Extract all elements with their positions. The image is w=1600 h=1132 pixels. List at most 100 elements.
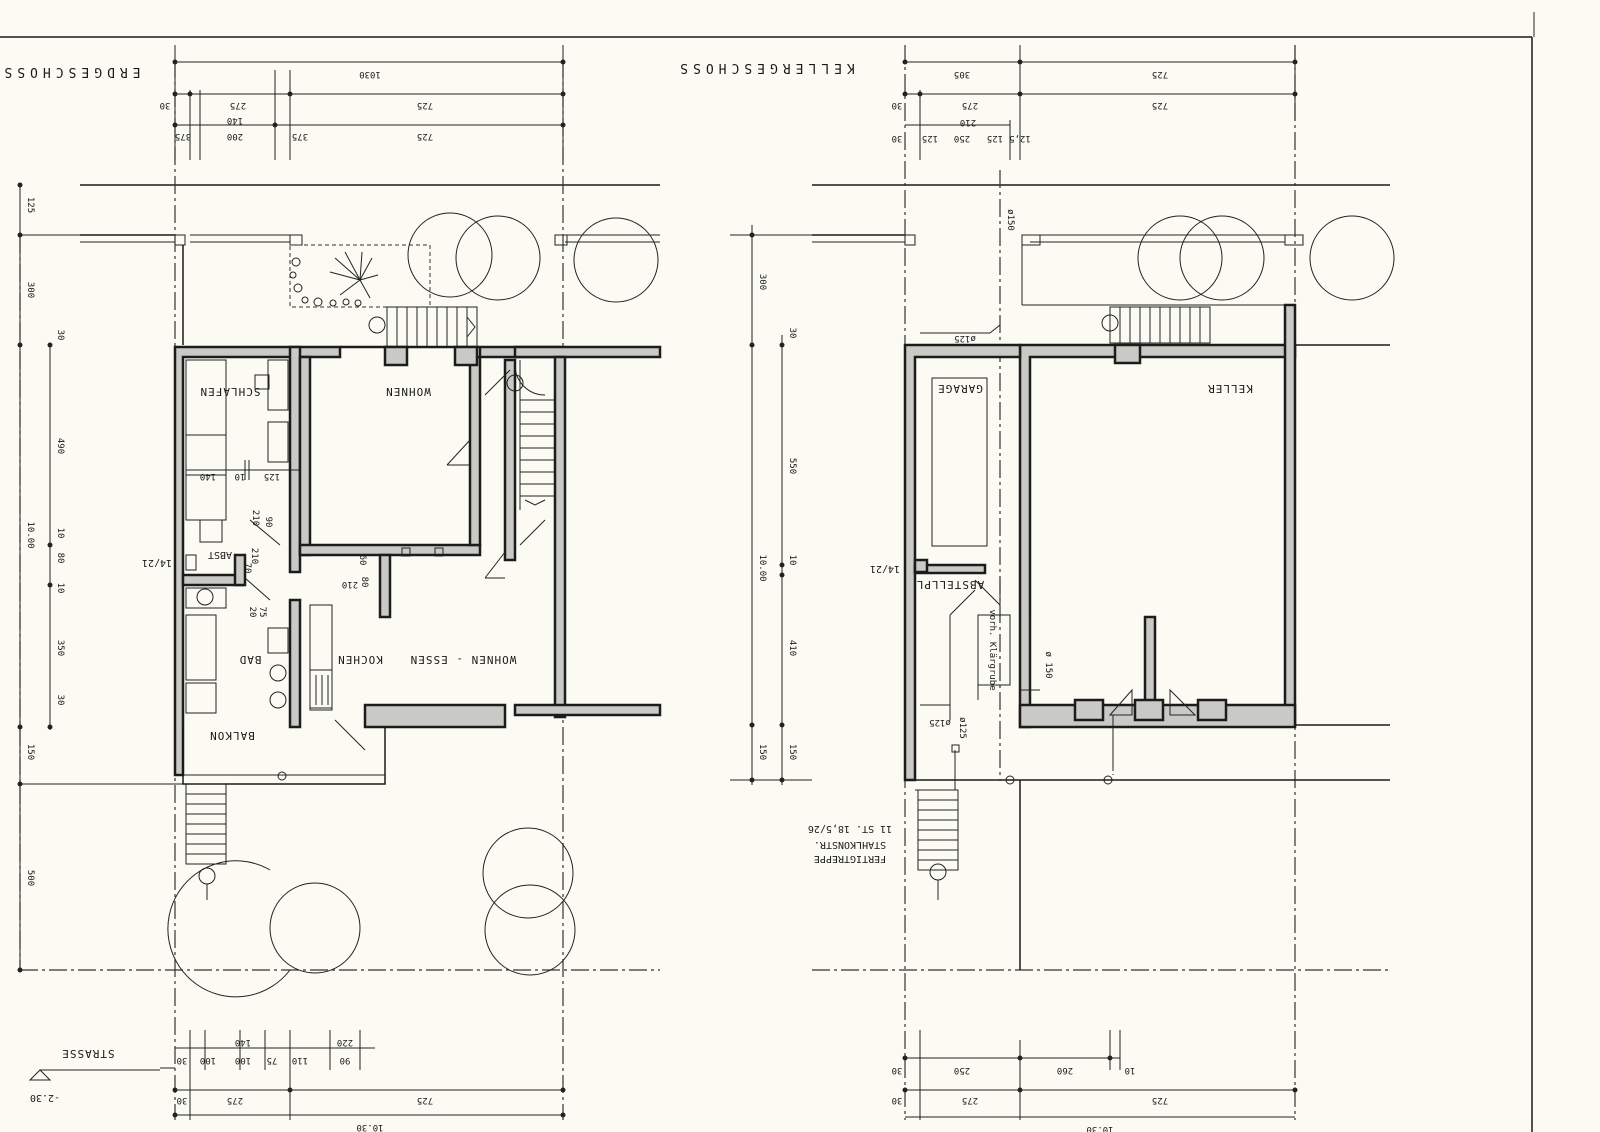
- pipe-label: ø125: [957, 717, 967, 739]
- dim-label: 30: [892, 1065, 903, 1075]
- dim-label: 100: [200, 1055, 216, 1065]
- pipe-label: ø 150: [1043, 651, 1053, 678]
- stair-bottom-ground: [185, 783, 227, 900]
- walls-ground: [173, 345, 662, 777]
- dim-label: 200: [227, 131, 243, 141]
- room-label-wohnen-essen: WOHNEN - ESSEN: [410, 653, 517, 666]
- dim-label: 300: [757, 274, 767, 290]
- labels-basement: KELLERGESCHOSS KELLER GARAGE ABSTELLPL v…: [675, 60, 1253, 864]
- dim-label: 210: [342, 579, 358, 589]
- walls-basement: [903, 303, 1297, 782]
- dim-label: 30: [55, 695, 65, 706]
- dim-label: 30: [892, 100, 903, 110]
- dim-label: 110: [292, 1055, 308, 1065]
- dim-label: 305: [954, 69, 970, 79]
- stair-note-line1: FERTIGTREPPE: [814, 853, 886, 864]
- dim-label: 275: [962, 1095, 978, 1105]
- furniture-ground: [185, 359, 506, 751]
- room-label-wohnen: WOHNEN: [385, 385, 431, 398]
- stair-note-line2: STAHLKONSTR.: [814, 839, 886, 850]
- dim-label: 75: [267, 1055, 278, 1065]
- ground-floor-plan: ERDGESCHOSS SCHLAFEN WOHNEN WOHNEN - ESS…: [0, 45, 662, 1132]
- balcony-ground: [182, 727, 386, 785]
- dim-label: 30: [55, 330, 65, 341]
- room-label-keller: KELLER: [1207, 382, 1253, 395]
- dim-label: 10: [235, 471, 246, 481]
- dim-label: 725: [1152, 1095, 1168, 1105]
- dim-label: 550: [787, 458, 797, 474]
- stair-inner-ground: [484, 360, 555, 546]
- street-label: STRASSE: [61, 1047, 114, 1060]
- labels-ground: ERDGESCHOSS SCHLAFEN WOHNEN WOHNEN - ESS…: [0, 64, 516, 1103]
- garden-bed: [289, 244, 431, 308]
- dim-label: 275: [962, 100, 978, 110]
- dim-label: 80: [359, 577, 369, 588]
- dimension-lines-basement: [751, 45, 1296, 1120]
- dim-label: 725: [417, 1095, 433, 1105]
- dim-label: 30: [892, 133, 903, 143]
- dim-label: 275: [227, 1095, 243, 1105]
- dim-label: 20: [247, 607, 257, 618]
- dim-label: 350: [55, 640, 65, 656]
- dim-label: 140: [200, 471, 216, 481]
- dim-label: 10: [55, 528, 65, 539]
- room-label-schlafen: SCHLAFEN: [200, 385, 261, 398]
- dim-label: 125: [987, 133, 1003, 143]
- dim-label: 725: [417, 100, 433, 110]
- dim-label: 30: [787, 328, 797, 339]
- dim-label: 150: [25, 744, 35, 760]
- dim-label: 10: [787, 555, 797, 566]
- dim-label: 90: [263, 517, 273, 528]
- dimension-labels-basement: 305 725 30 275 725 30 210 125 250 125 12…: [757, 69, 1168, 1132]
- floor-title-ground: ERDGESCHOSS: [0, 64, 141, 79]
- dim-label: 375: [175, 131, 191, 141]
- dim-label: 725: [417, 131, 433, 141]
- floor-title-basement: KELLERGESCHOSS: [675, 60, 855, 75]
- note-window-size: 14/21: [142, 557, 172, 568]
- dim-label: 490: [55, 438, 65, 454]
- stair-bottom-basement: [915, 789, 959, 900]
- dimension-ticks-basement: [749, 59, 1298, 1093]
- dim-label: 10.00: [25, 521, 35, 548]
- dim-label: 30: [177, 1055, 188, 1065]
- dim-label: 140: [227, 115, 243, 125]
- room-label-garage: GARAGE: [937, 382, 983, 395]
- dim-label: 275: [230, 100, 246, 110]
- basement-fixtures: [920, 324, 1197, 790]
- note-window-size: 14/21: [870, 563, 900, 574]
- dim-label: 210: [249, 548, 259, 564]
- stair-note-line3: 11 ST. 18,5/26: [808, 823, 892, 834]
- dim-label: 1030: [359, 69, 381, 79]
- stair-top-basement: [1101, 306, 1211, 344]
- basement-floor-plan: KELLERGESCHOSS KELLER GARAGE ABSTELLPL v…: [675, 45, 1395, 1132]
- pipe-label: ø125: [954, 333, 976, 343]
- dim-label: 410: [787, 640, 797, 656]
- dim-label: 125: [264, 471, 280, 481]
- dim-label: 12,5: [1009, 133, 1031, 143]
- dim-label: 10: [1125, 1065, 1136, 1075]
- dim-label: 30: [892, 1095, 903, 1105]
- dim-label: 70: [242, 563, 252, 574]
- small-dimension-labels-ground: 140 10 125 210 90 210 60 80 75 20 70 210: [200, 471, 369, 617]
- dim-label: 250: [954, 1065, 970, 1075]
- dim-label: 140: [235, 1037, 251, 1047]
- dim-label: 210: [250, 510, 260, 526]
- pipe-label: ø150: [1005, 209, 1015, 231]
- dim-label: 10.30: [1086, 1124, 1113, 1132]
- dim-label: 300: [25, 282, 35, 298]
- dimension-ticks-ground: [17, 59, 566, 1118]
- tree-symbol: [1137, 215, 1395, 301]
- dim-label: 10.30: [356, 1122, 383, 1132]
- dim-label: 210: [960, 117, 976, 127]
- dim-label: 30: [177, 1095, 188, 1105]
- tree-symbol: [167, 212, 659, 998]
- level-marker-icon: [28, 1069, 52, 1081]
- dim-label: 725: [1152, 100, 1168, 110]
- dim-label: 250: [954, 133, 970, 143]
- dim-label: 80: [55, 553, 65, 564]
- room-label-bad: BAD: [239, 653, 262, 666]
- room-label-balkon: BALKON: [209, 729, 255, 742]
- dim-label: 375: [292, 131, 308, 141]
